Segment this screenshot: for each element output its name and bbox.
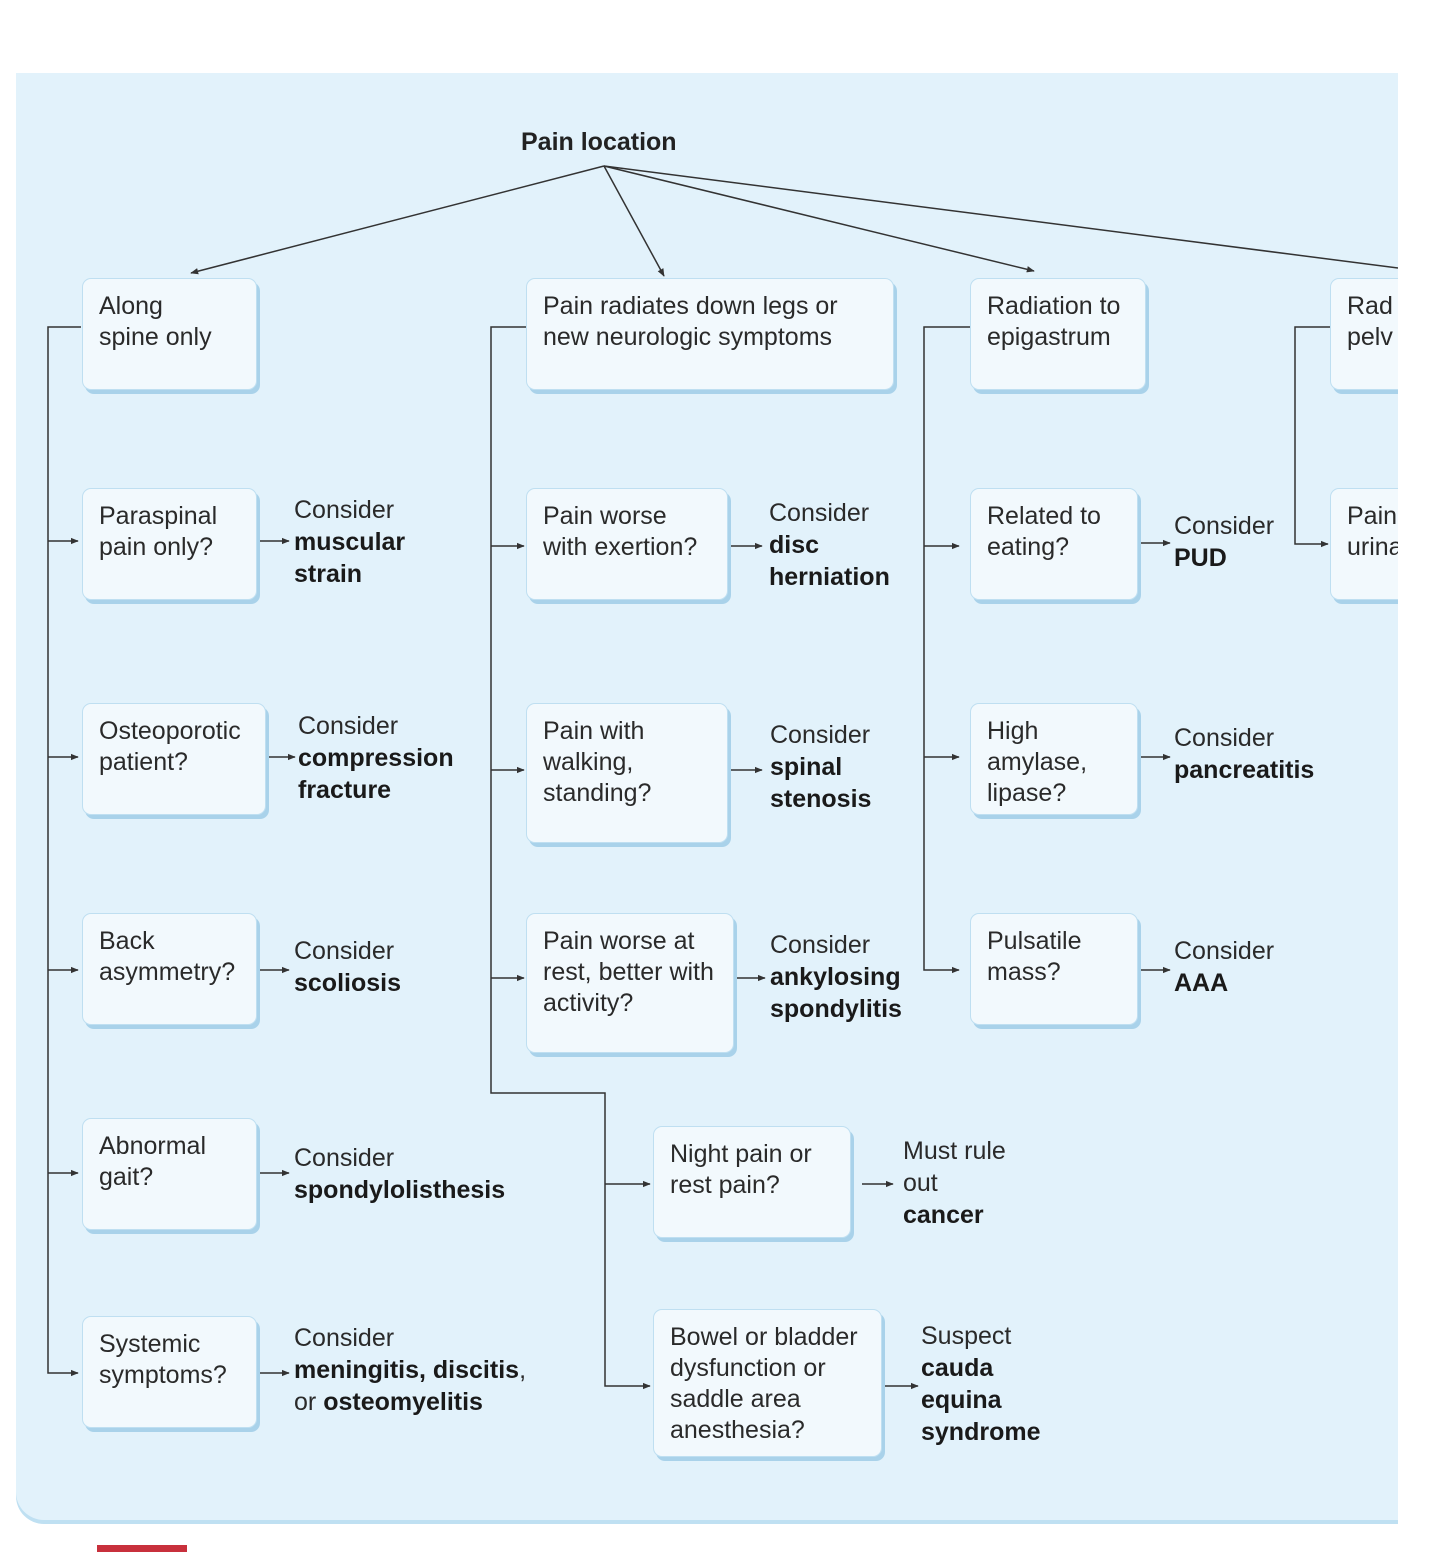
outcome-diagnosis: osteomyelitis [323,1388,483,1416]
question-amylase: High amylase, lipase? [970,703,1138,815]
accent-bar [97,1545,187,1552]
outcome-lead: Consider [294,937,395,965]
outcome-meningitis: Consider meningitis, discitis, or osteomy… [294,1322,526,1418]
outcome-lead: Consider [770,721,871,749]
outcome-scoliosis: Consider scoliosis [294,935,401,999]
question-urinary: Pain urina [1330,488,1398,600]
outcome-muscular-strain: Consider muscular strain [294,494,405,590]
question-osteoporotic: Osteoporotic patient? [82,703,266,815]
question-systemic: Systemic symptoms? [82,1316,257,1428]
category-epigastrum: Radiation to epigastrum [970,278,1146,390]
outcome-compression-fracture: Consider compression fracture [298,710,454,806]
outcome-diagnosis: muscular strain [294,528,406,588]
connector-lines [47,165,1398,1390]
question-walking: Pain with walking, standing? [526,703,728,843]
outcome-lead: Consider [1174,724,1275,752]
root-title: Pain location [521,128,677,156]
question-asymmetry: Back asymmetry? [82,913,257,1025]
outcome-lead: Consider [770,931,871,959]
outcome-cauda-equina: Suspect cauda equina syndrome [921,1320,1040,1448]
category-radiates-legs: Pain radiates down legs or new neurologi… [526,278,894,390]
outcome-diagnosis: spondylolisthesis [294,1176,506,1204]
outcome-lead: Consider [298,712,399,740]
question-night-pain: Night pain or rest pain? [653,1126,851,1238]
outcome-diagnosis: cauda equina syndrome [921,1354,1041,1446]
outcome-pancreatitis: Consider pancreatitis [1174,722,1314,786]
category-pelvis: Rad pelv [1330,278,1398,390]
outcome-spinal-stenosis: Consider spinal stenosis [770,719,871,815]
outcome-diagnosis: cancer [903,1201,984,1229]
question-exertion: Pain worse with exertion? [526,488,728,600]
outcome-spondylolisthesis: Consider spondylolisthesis [294,1142,505,1206]
outcome-lead: Consider [294,1324,395,1352]
outcome-ankylosing-spondylitis: Consider ankylosing spondylitis [770,929,902,1025]
outcome-diagnosis: compression fracture [298,744,454,804]
question-pulsatile: Pulsatile mass? [970,913,1138,1025]
category-along-spine: Along spine only [82,278,257,390]
outcome-lead: Must rule out [903,1137,1006,1197]
question-gait: Abnormal gait? [82,1118,257,1230]
outcome-lead: Consider [769,499,870,527]
question-bowel-bladder: Bowel or bladder dysfunction or saddle a… [653,1309,882,1457]
outcome-diagnosis: scoliosis [294,969,401,997]
outcome-lead: Consider [294,496,395,524]
outcome-lead: Consider [1174,937,1275,965]
outcome-diagnosis: spinal stenosis [770,753,872,813]
question-paraspinal: Paraspinal pain only? [82,488,257,600]
flowchart-panel: Pain location Along spine only Pain radi… [16,73,1398,1520]
outcome-disc-herniation: Consider disc herniation [769,497,890,593]
outcome-lead: Suspect [921,1322,1012,1350]
outcome-diagnosis: disc herniation [769,531,890,591]
outcome-diagnosis: pancreatitis [1174,756,1315,784]
outcome-lead: Consider [294,1144,395,1172]
outcome-cancer: Must rule out cancer [903,1135,1006,1231]
question-rest: Pain worse at rest, better with activity… [526,913,734,1053]
outcome-diagnosis: PUD [1174,544,1227,572]
outcome-lead: Consider [1174,512,1275,540]
outcome-diagnosis: AAA [1174,969,1229,997]
outcome-diagnosis: meningitis, discitis [294,1356,520,1384]
outcome-diagnosis: ankylosing spondylitis [770,963,902,1023]
question-eating: Related to eating? [970,488,1138,600]
outcome-connector: , or [294,1356,527,1416]
